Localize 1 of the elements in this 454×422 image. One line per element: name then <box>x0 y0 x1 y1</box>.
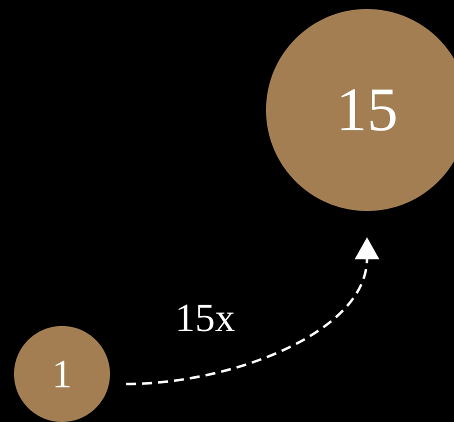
edge-label: 15x <box>178 304 235 332</box>
